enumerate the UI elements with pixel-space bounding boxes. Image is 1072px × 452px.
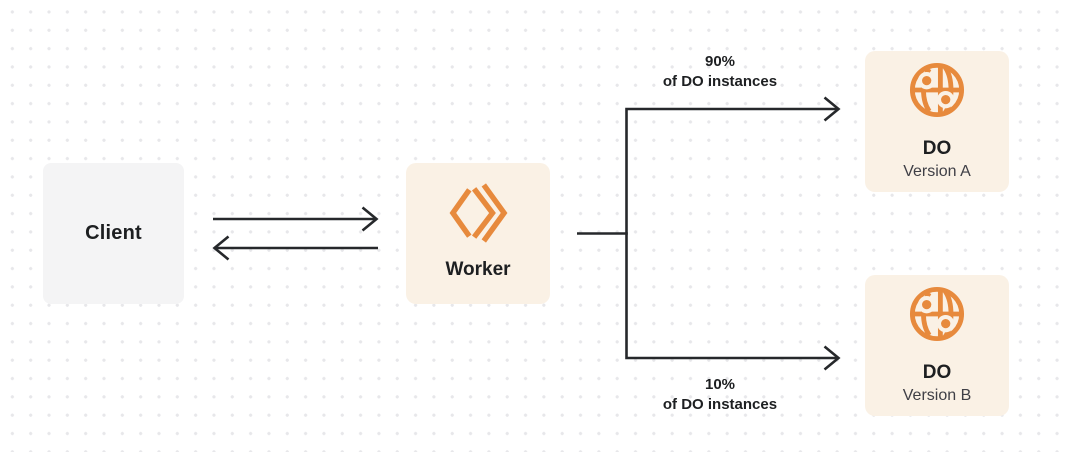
node-do-version-b: DO Version B xyxy=(865,275,1009,416)
worker-label: Worker xyxy=(445,259,511,280)
arrow-client-to-worker xyxy=(213,206,379,232)
split-bottom-percent: 10% xyxy=(704,376,736,393)
do-b-sublabel: Version B xyxy=(902,387,972,404)
do-a-label: DO xyxy=(922,138,952,159)
node-worker: Worker xyxy=(406,163,550,304)
arrowhead-to-do-b xyxy=(823,345,841,371)
arrowhead-to-do-a xyxy=(823,96,841,122)
split-label-10-percent: 10% of DO instances xyxy=(620,375,820,415)
split-top-percent: 90% xyxy=(704,53,736,70)
client-label: Client xyxy=(85,222,142,244)
split-bracket xyxy=(625,107,837,360)
split-top-caption: of DO instances xyxy=(662,73,778,90)
do-b-label: DO xyxy=(922,362,952,383)
node-do-version-a: DO Version A xyxy=(865,51,1009,192)
node-client: Client xyxy=(43,163,184,304)
split-bottom-caption: of DO instances xyxy=(662,396,778,413)
durable-object-globe-icon xyxy=(909,62,965,118)
durable-object-globe-icon xyxy=(909,286,965,342)
do-a-sublabel: Version A xyxy=(903,163,971,180)
workers-chevrons-icon xyxy=(449,182,508,243)
split-label-90-percent: 90% of DO instances xyxy=(620,52,820,92)
arrow-worker-to-client xyxy=(212,235,378,261)
